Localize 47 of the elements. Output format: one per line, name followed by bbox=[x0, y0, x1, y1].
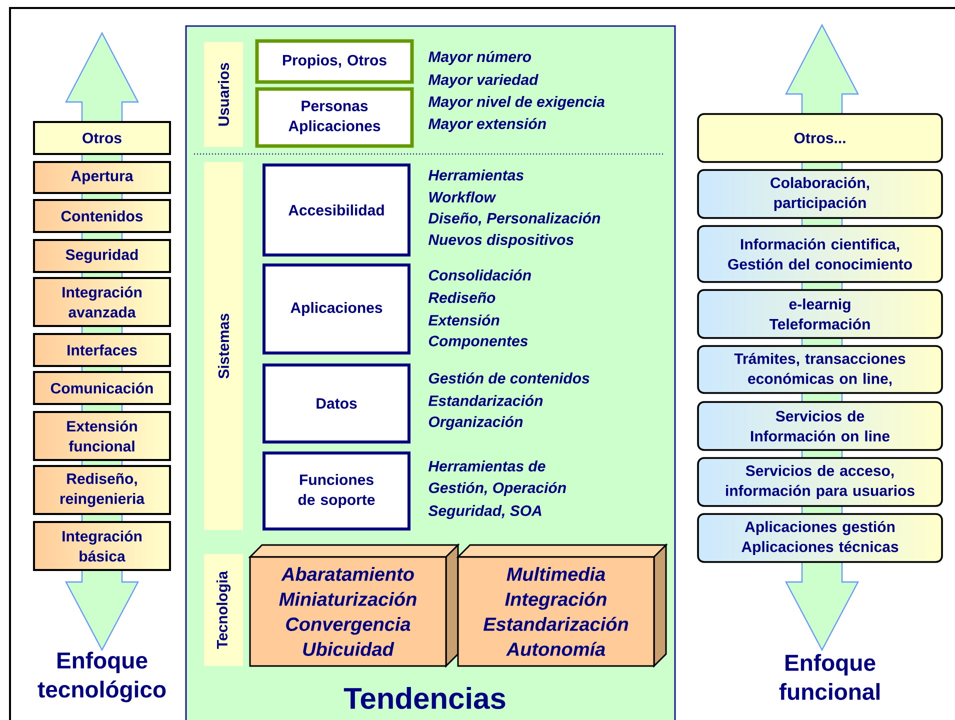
category-box: Extensión funcional bbox=[33, 411, 171, 461]
italic-note: Componentes bbox=[428, 336, 528, 350]
approach-caption: Enfoque tecnológico bbox=[38, 652, 166, 702]
category-box: Aplicaciones gestión Aplicaciones técnicas bbox=[697, 513, 943, 563]
category-box: Apertura bbox=[33, 161, 171, 194]
system-box: Funciones de soporte bbox=[262, 452, 410, 530]
category-box: Comunicación bbox=[33, 371, 171, 405]
approach-caption: Enfoque funcional bbox=[779, 654, 880, 700]
category-box: Servicios de Información on line bbox=[697, 401, 943, 451]
italic-note: Mayor extensión bbox=[428, 118, 546, 132]
category-box: Interfaces bbox=[33, 333, 171, 367]
category-box: Colaboración, participación bbox=[697, 169, 943, 219]
category-box: Contenidos bbox=[33, 199, 171, 233]
italic-note: Extensión bbox=[428, 314, 500, 326]
category-box: Información cientifica, Gestión del conocimiento bbox=[697, 225, 943, 283]
italic-note: Gestión, Operación bbox=[428, 482, 566, 496]
category-box: Seguridad bbox=[33, 239, 171, 273]
italic-note: Workflow bbox=[429, 192, 496, 202]
user-box: Personas Aplicaciones bbox=[255, 87, 414, 148]
italic-note: Rediseño bbox=[428, 292, 496, 304]
italic-note: Seguridad, SOA bbox=[428, 505, 542, 519]
system-box: Aplicaciones bbox=[262, 264, 410, 354]
italic-note: Consolidación bbox=[428, 269, 531, 281]
category-box: Integración avanzada bbox=[33, 277, 171, 327]
italic-note: Estandarización bbox=[428, 394, 543, 406]
category-box: Otros... bbox=[697, 113, 943, 163]
vertical-band: Usuarios bbox=[204, 42, 243, 147]
vertical-band: Tecnologia bbox=[204, 554, 243, 666]
italic-note: Diseño, Personalización bbox=[428, 212, 600, 226]
vertical-band: Sistemas bbox=[204, 162, 243, 530]
category-box: Rediseño, reingenieria bbox=[33, 465, 171, 515]
italic-note: Mayor variedad bbox=[428, 74, 538, 88]
category-box: Servicios de acceso, información para usuarios bbox=[697, 457, 943, 507]
user-box: Propios, Otros bbox=[255, 39, 414, 84]
italic-note: Mayor número bbox=[428, 50, 532, 66]
italic-note: Herramientas bbox=[428, 170, 524, 180]
italic-note: Mayor nivel de exigencia bbox=[428, 96, 604, 110]
system-box: Datos bbox=[262, 364, 410, 444]
category-box: e-learnig Teleformación bbox=[697, 289, 943, 339]
category-box: Trámites, transacciones económicas on line, bbox=[697, 345, 943, 394]
category-box: Integración básica bbox=[33, 521, 171, 571]
italic-note: Herramientas de bbox=[428, 460, 546, 472]
category-box: Otros bbox=[33, 121, 171, 155]
italic-note: Organización bbox=[428, 416, 523, 430]
italic-note: Gestión de contenidos bbox=[428, 372, 590, 384]
italic-note: Nuevos dispositivos bbox=[428, 234, 574, 248]
system-box: Accesibilidad bbox=[262, 164, 410, 256]
